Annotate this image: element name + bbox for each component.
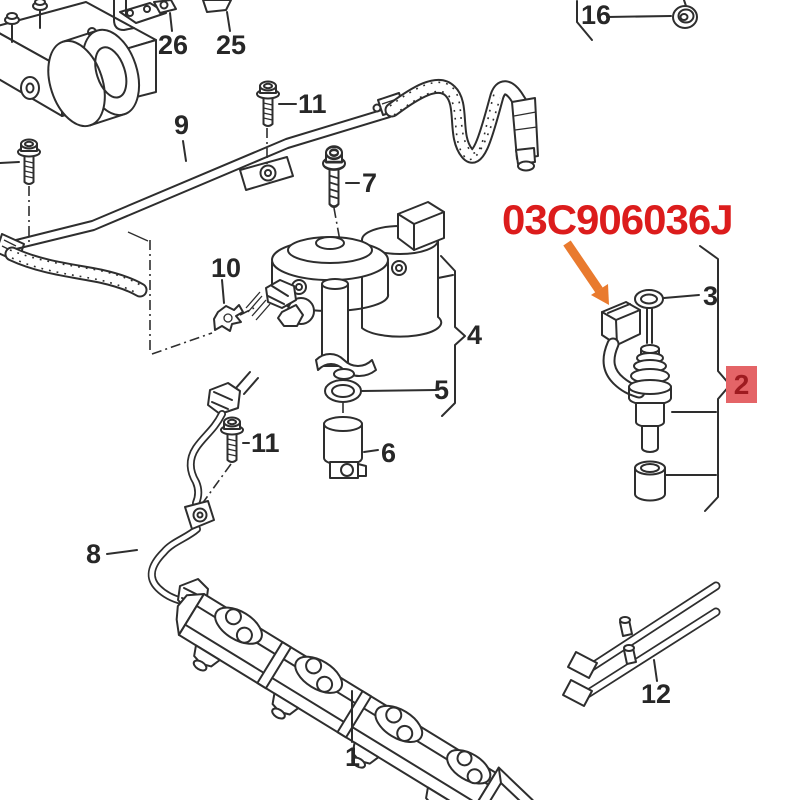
cable-ties-12	[562, 581, 721, 707]
pressure-sensor-fitting	[245, 279, 315, 327]
callout-26: 26	[158, 30, 189, 60]
bolt-left-edge	[17, 138, 41, 185]
bolt-11-lower	[220, 416, 244, 463]
callout-1: 1	[345, 742, 361, 772]
callout-8: 8	[86, 539, 102, 569]
bracket-part-25	[202, 0, 232, 13]
callout-7: 7	[362, 168, 378, 198]
callout-3: 3	[703, 281, 719, 311]
oring-5	[324, 379, 362, 403]
callout-16: 16	[581, 0, 612, 30]
callout-6: 6	[381, 438, 397, 468]
callout-bracket-4	[440, 255, 466, 417]
high-pressure-pump	[271, 201, 445, 380]
retaining-clip-10	[213, 304, 244, 332]
fuel-injector-2	[601, 301, 672, 502]
callout-11-upper: 11	[298, 89, 327, 119]
bolt-11-upper	[256, 80, 280, 127]
fuel-rail-1	[175, 593, 534, 800]
callout-2-badge: 2	[726, 366, 757, 403]
callout-11-lower: 11	[251, 428, 280, 458]
grommet-16	[576, 0, 698, 41]
callout-12: 12	[641, 679, 672, 709]
callout-9: 9	[174, 110, 190, 140]
injector-oring-3	[634, 289, 664, 309]
part-number-label: 03C906036J	[502, 196, 734, 243]
pump-mount-assembly	[0, 0, 167, 128]
callout-5: 5	[434, 375, 450, 405]
bolt-7	[321, 145, 347, 209]
fuel-line-9	[0, 78, 539, 298]
callout-4: 4	[467, 320, 483, 350]
callout-10: 10	[211, 253, 242, 283]
clip-part-26	[153, 0, 177, 14]
callout-25: 25	[216, 30, 247, 60]
fuel-line-8	[147, 371, 259, 619]
leader-lines	[0, 11, 717, 743]
part-number-arrow	[563, 240, 609, 305]
valve-6	[323, 416, 367, 479]
